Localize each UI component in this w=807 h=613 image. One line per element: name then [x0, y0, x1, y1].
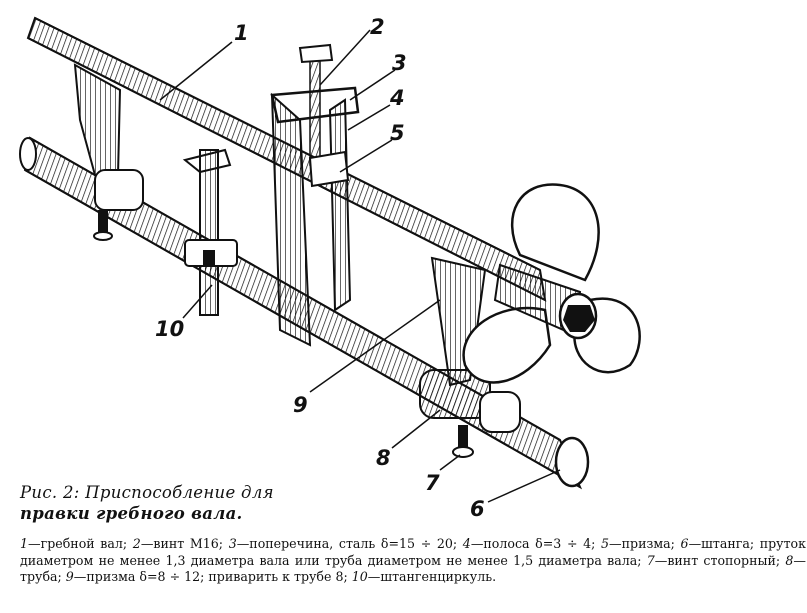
callout-8: 8	[376, 446, 391, 470]
left-prism-tube	[73, 63, 144, 241]
callout-1: 1	[234, 21, 249, 45]
callout-4: 4	[389, 86, 405, 110]
right-prism-tube	[419, 256, 521, 458]
legend-item: 6—штанга; пруток диаметром не менее 1,3 …	[20, 536, 807, 568]
leader-lines	[159, 29, 561, 503]
callout-3: 3	[392, 51, 407, 75]
legend-item: 9—призма δ=8 ÷ 12; приварить к трубе 8;	[65, 569, 352, 584]
propeller	[462, 183, 641, 384]
callout-6: 6	[470, 497, 485, 521]
callout-7: 7	[425, 471, 440, 495]
legend-item: 1—гребной вал;	[20, 536, 133, 551]
figure-legend: 1—гребной вал; 2—винт М16; 3—поперечина,…	[20, 536, 806, 586]
caption-line-1: Рис. 2: Приспособление для	[20, 483, 274, 502]
caption-line-2: правки гребного вала.	[20, 504, 243, 523]
legend-item: 7—винт стопорный;	[646, 552, 786, 568]
caliper-10	[182, 148, 238, 316]
callout-10: 10	[155, 317, 184, 341]
legend-item: 8—труба;	[20, 552, 806, 585]
legend-item: 4—полоса δ=3 ÷ 4;	[462, 536, 602, 551]
callout-2: 2	[370, 15, 385, 39]
clamp-assembly	[270, 43, 360, 347]
legend-item: 5—призма;	[601, 536, 681, 551]
callout-9: 9	[293, 393, 308, 417]
callout-5: 5	[390, 121, 405, 145]
figure-caption: Рис. 2: Приспособление для правки гребно…	[20, 482, 350, 524]
legend-item: 10—штангенциркуль.	[351, 569, 497, 584]
legend-item: 3—поперечина, сталь δ=15 ÷ 20;	[228, 536, 463, 551]
legend-item: 2—винт М16;	[132, 536, 229, 551]
